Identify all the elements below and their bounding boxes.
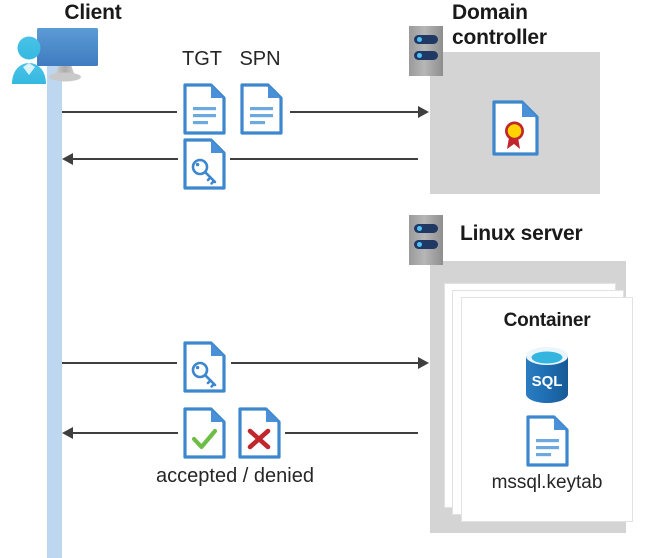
linux-server-label: Linux server bbox=[460, 222, 583, 245]
domain-controller-rack-icon bbox=[409, 26, 443, 76]
domain-controller-label: Domain controller bbox=[452, 1, 547, 49]
msg-result-arrowhead bbox=[62, 427, 73, 439]
client-lifeline bbox=[47, 62, 62, 558]
key-document-icon-response bbox=[183, 138, 226, 190]
spn-label: SPN bbox=[239, 48, 281, 70]
accepted-denied-caption: accepted / denied bbox=[156, 465, 314, 487]
denied-document-icon bbox=[238, 407, 281, 459]
keytab-filename-label: mssql.keytab bbox=[491, 472, 603, 493]
client-label: Client bbox=[64, 1, 122, 24]
msg-ticket-line-left bbox=[73, 158, 178, 160]
svg-text:SQL: SQL bbox=[532, 373, 563, 390]
msg-result-line-right bbox=[285, 432, 418, 434]
msg-ticket-arrowhead bbox=[62, 153, 73, 165]
container-card-front[interactable]: Container SQL bbox=[461, 297, 633, 522]
msg-tgt-spn-arrowhead bbox=[418, 106, 429, 118]
msg-present-line-left bbox=[62, 362, 177, 364]
tgt-document-icon bbox=[183, 83, 226, 135]
linux-server-rack-icon bbox=[409, 215, 443, 265]
msg-present-line-right bbox=[231, 362, 418, 364]
msg-tgt-spn-line-left bbox=[62, 111, 177, 113]
msg-result-line-left bbox=[73, 432, 178, 434]
container-label: Container bbox=[503, 310, 591, 331]
msg-ticket-line-right bbox=[230, 158, 418, 160]
accepted-document-icon bbox=[183, 407, 226, 459]
msg-tgt-spn-line-right bbox=[290, 111, 418, 113]
spn-document-icon bbox=[240, 83, 283, 135]
key-document-icon-request bbox=[183, 341, 226, 393]
sql-database-icon: SQL bbox=[521, 346, 573, 404]
certificate-document-icon bbox=[492, 100, 539, 156]
client-workstation-icon bbox=[8, 22, 112, 84]
tgt-label: TGT bbox=[182, 48, 222, 70]
msg-present-arrowhead bbox=[418, 357, 429, 369]
keytab-document-icon bbox=[526, 415, 569, 467]
